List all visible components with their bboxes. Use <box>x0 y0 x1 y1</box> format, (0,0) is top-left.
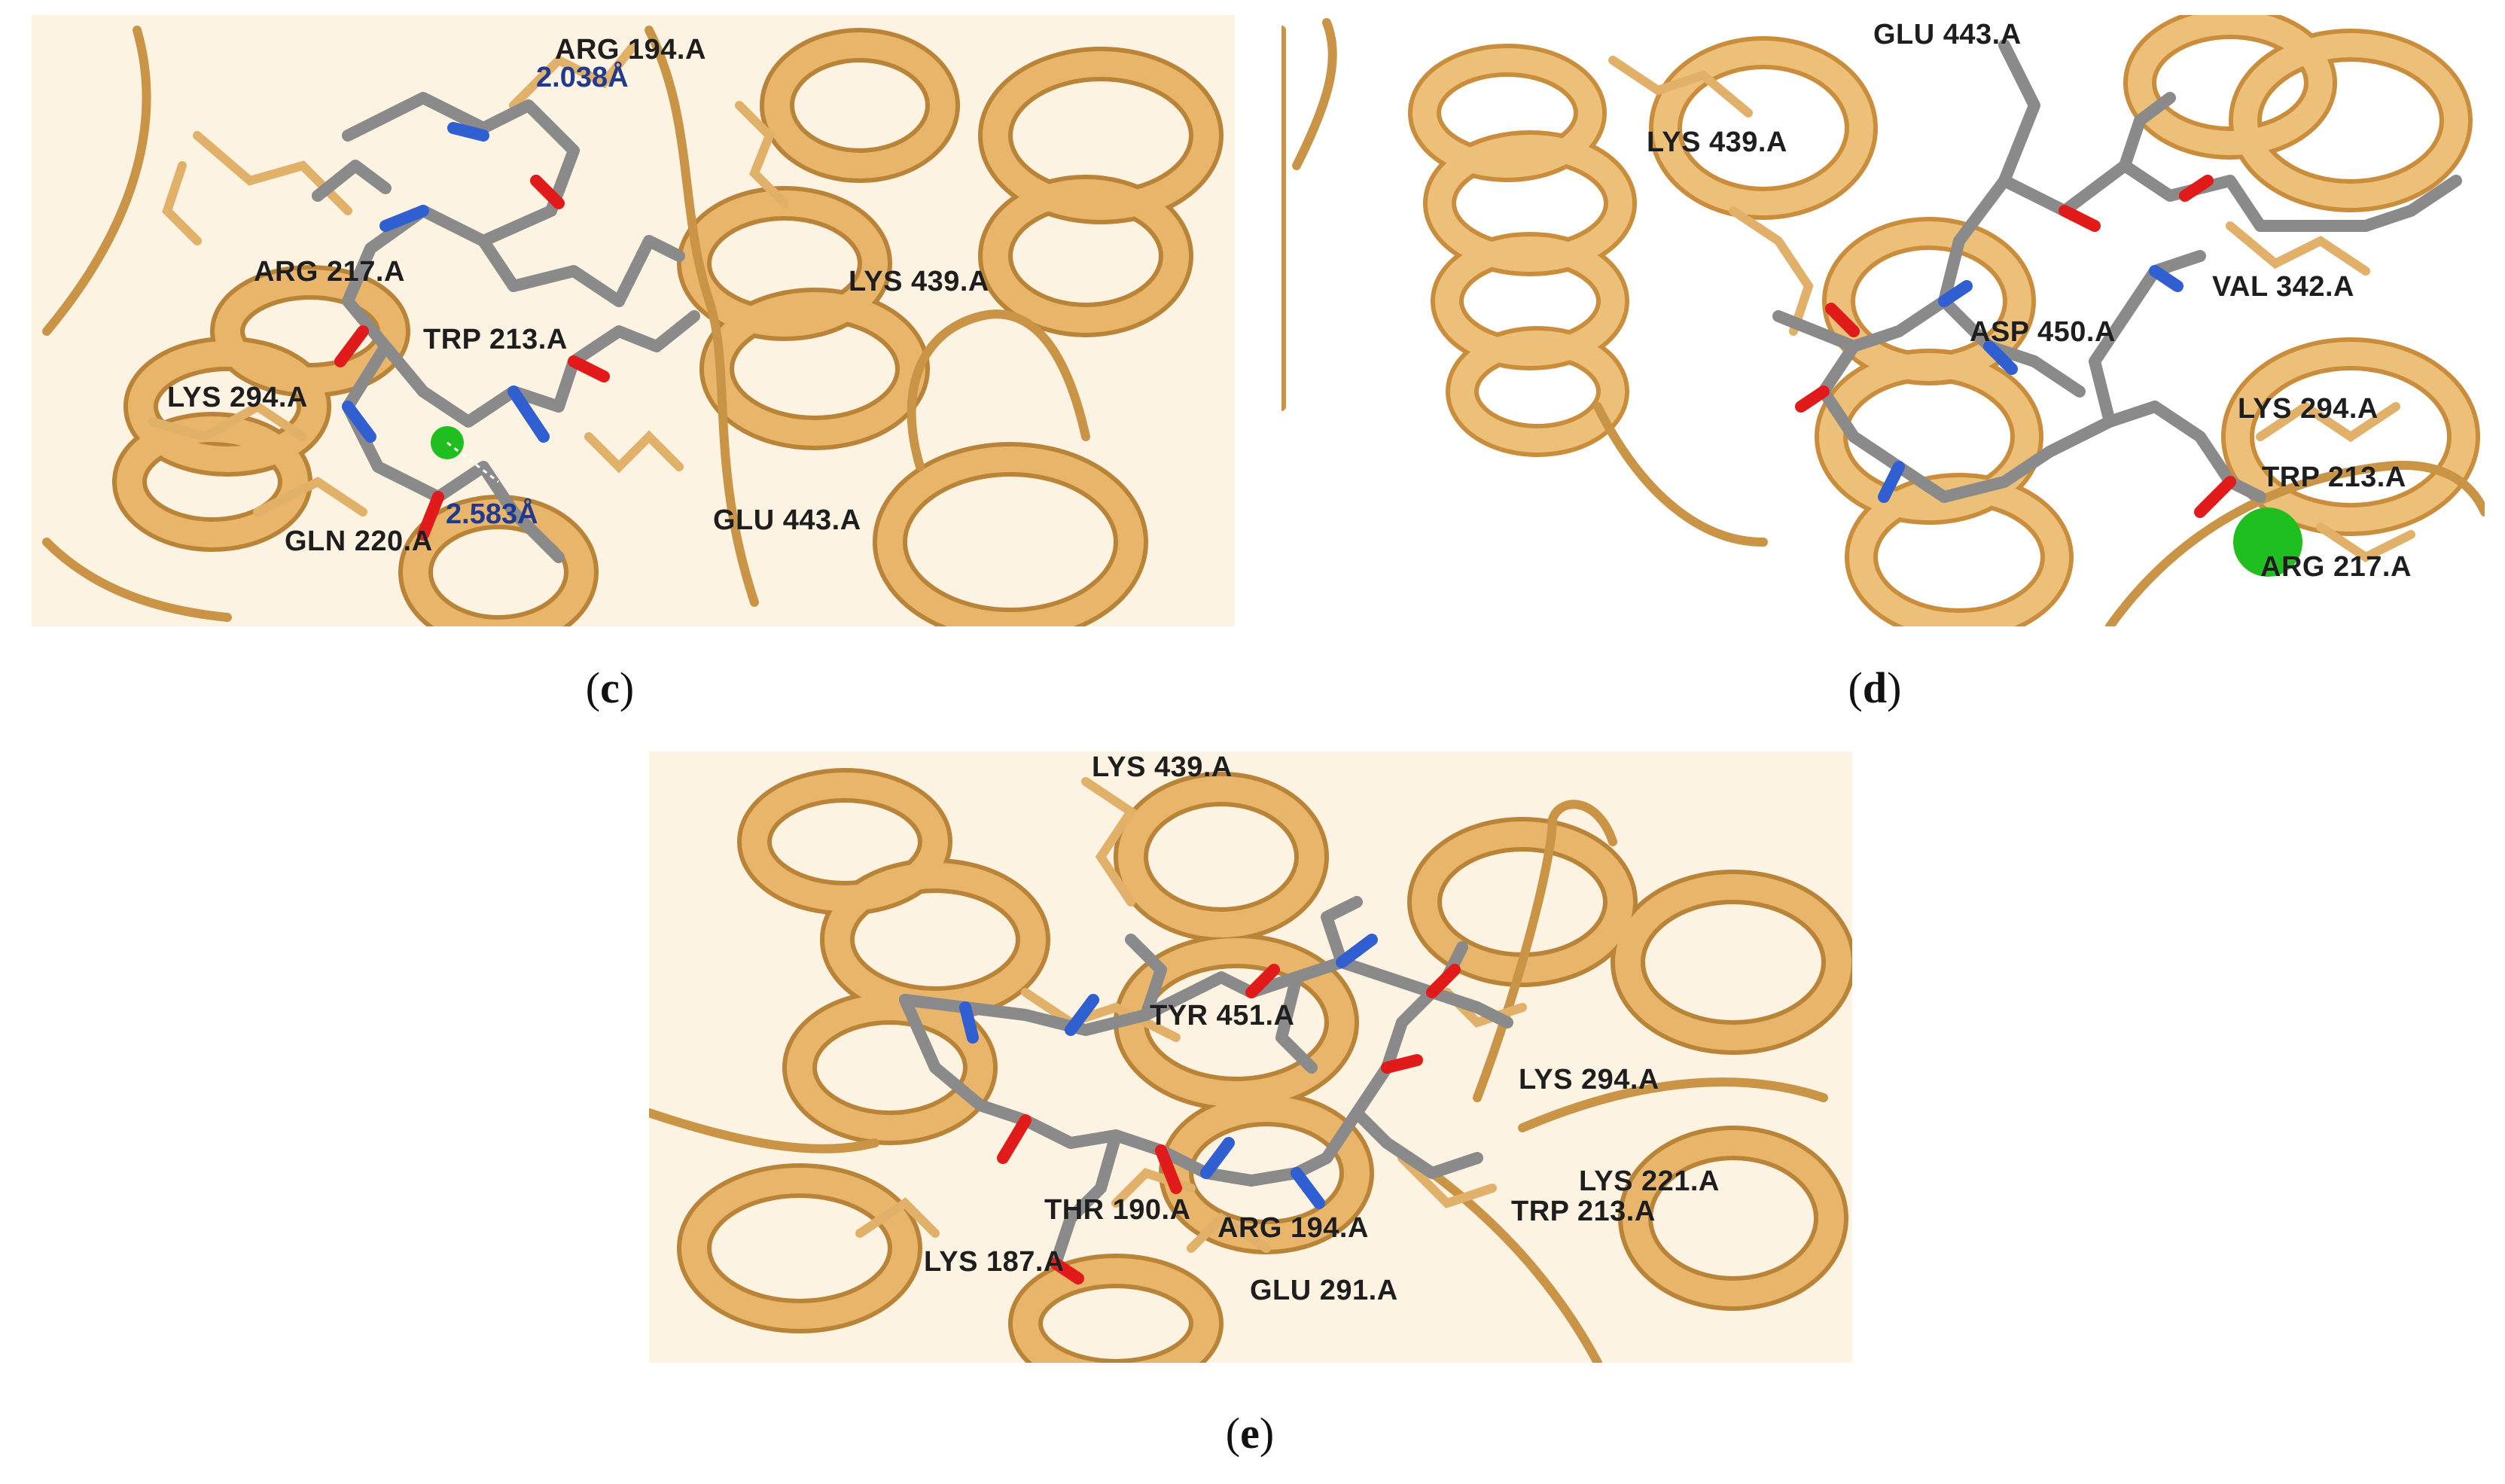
protein-ribbon-d <box>1281 15 2485 626</box>
residue-label: TRP 213.A <box>2262 462 2406 493</box>
panel-e: LYS 439.A TYR 451.A LYS 294.A LYS 221.A … <box>649 751 1852 1363</box>
panel-caption-d: (d) <box>1848 663 1902 712</box>
residue-label: LYS 439.A <box>1647 126 1787 158</box>
distance-label: 2.038Å <box>536 62 629 93</box>
residue-label: LYS 294.A <box>1519 1064 1659 1095</box>
residue-label: TRP 213.A <box>1511 1196 1656 1227</box>
panel-caption-c: (c) <box>585 663 635 712</box>
panel-c: ARG 194.A 2.038Å ARG 217.A TRP 213.A LYS… <box>32 15 1235 626</box>
residue-label: ARG 217.A <box>254 256 405 288</box>
residue-label: LYS 439.A <box>849 266 989 297</box>
residue-label: GLU 443.A <box>1873 19 2022 50</box>
residue-label: VAL 342.A <box>2212 271 2354 303</box>
residue-label: TRP 213.A <box>423 324 568 355</box>
panel-caption-e: (e) <box>1225 1409 1275 1458</box>
residue-label: ASP 450.A <box>1970 316 2116 348</box>
residue-label: ARG 217.A <box>2260 551 2412 583</box>
residue-label: THR 190.A <box>1044 1194 1191 1226</box>
distance-label: 2.583Å <box>446 498 538 530</box>
residue-label: ARG 194.A <box>1217 1212 1369 1244</box>
protein-ribbon-c <box>32 15 1235 626</box>
residue-label: GLU 443.A <box>713 504 861 536</box>
residue-label: ARG 194.A <box>555 34 706 66</box>
residue-label: LYS 294.A <box>167 382 308 413</box>
residue-label: GLU 291.A <box>1250 1275 1398 1306</box>
residue-label: LYS 221.A <box>1579 1166 1720 1197</box>
panel-d: GLU 443.A LYS 439.A VAL 342.A ASP 450.A … <box>1281 15 2485 626</box>
residue-label: LYS 187.A <box>924 1246 1065 1278</box>
protein-ribbon-e <box>649 751 1852 1363</box>
residue-label: LYS 294.A <box>2238 393 2379 425</box>
residue-label: LYS 439.A <box>1092 751 1233 783</box>
residue-label: GLN 220.A <box>285 526 433 557</box>
residue-label: TYR 451.A <box>1150 1000 1295 1031</box>
